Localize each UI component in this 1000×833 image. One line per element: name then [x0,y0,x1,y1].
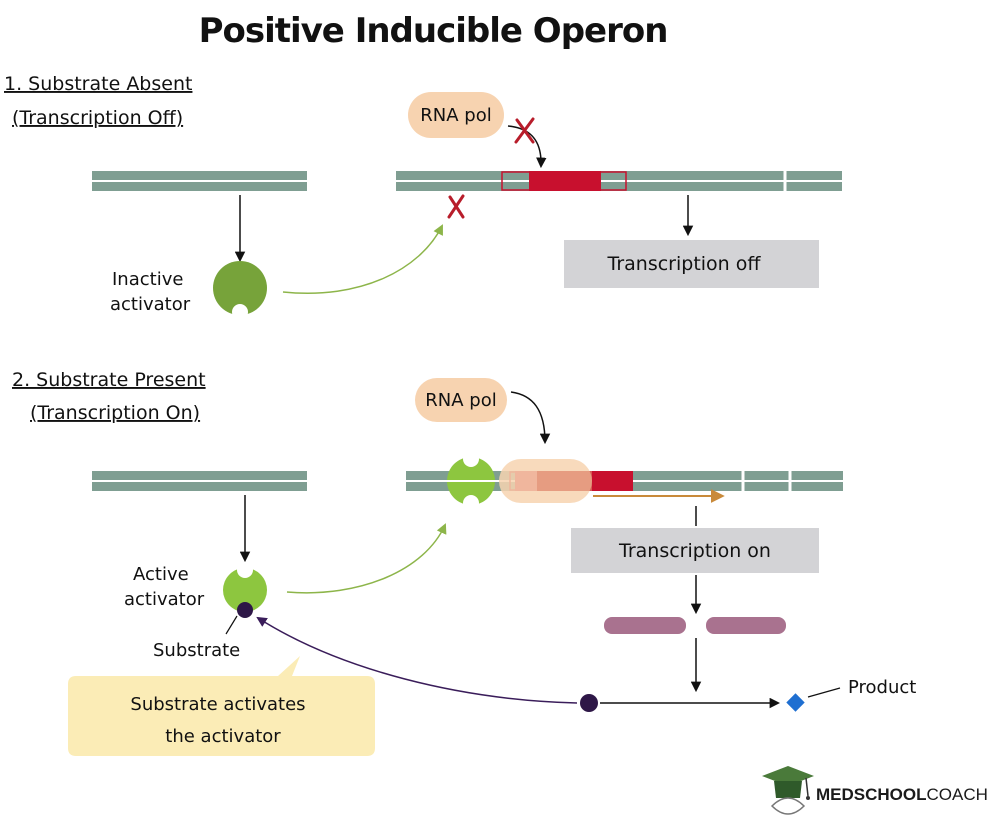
status-box-on: Transcription on [571,528,819,573]
substrate-label: Substrate [153,640,240,661]
rna-polymerase-1: RNA pol [408,92,504,138]
status-box-off: Transcription off [564,240,819,288]
bound-substrate-icon [237,602,253,618]
page-title: Positive Inducible Operon [199,11,668,51]
binding-arrow-2 [286,523,447,594]
section-substrate-absent: 1. Substrate Absent (Transcription Off) … [4,73,842,320]
product-label: Product [848,677,916,698]
operon-dna [396,171,842,191]
rna-pol-arrow-1 [507,125,547,169]
callout-text-line1: Substrate activates [130,694,305,715]
rna-pol-label-2: RNA pol [425,390,496,411]
regulator-gene-dna [92,171,307,191]
substrate-molecule-icon [580,694,598,712]
operator-outline [501,171,627,191]
brand-logo: MEDSCHOOLCOACH [762,766,988,815]
status-off-label: Transcription off [607,253,762,275]
no-binding-x-icon [447,194,465,219]
rna-pol-overlap [537,471,592,491]
section2-heading-line2: (Transcription On) [30,402,200,424]
product-pointer-line [807,687,841,698]
rna-pol-arrow-2 [510,391,551,445]
active-activator-label-line1: Active [133,564,189,585]
brand-name: MEDSCHOOLCOACH [816,785,988,804]
callout-bubble: Substrate activates the activator [68,656,375,756]
status-on-label: Transcription on [618,540,771,562]
inactive-activator-icon [213,261,267,320]
callout-text-line2: the activator [165,726,281,747]
bound-activator-icon [447,451,495,511]
blocked-x-icon [514,117,535,144]
section1-heading-line1: 1. Substrate Absent [4,73,192,95]
substrate-pointer-line [225,615,238,635]
mrna-products [604,617,786,634]
section2-heading-line1: 2. Substrate Present [12,369,206,391]
section1-heading-line2: (Transcription Off) [12,107,183,129]
graduation-cap-icon [762,766,814,815]
promoter-region [529,171,601,191]
binding-arrow [282,224,443,294]
regulator-gene-dna-2 [92,471,307,491]
active-activator-label-line2: activator [124,589,205,610]
section-substrate-present: 2. Substrate Present (Transcription On) … [12,369,916,756]
substrate-feedback-arrow [256,616,578,704]
inactive-activator-label-line2: activator [110,294,191,315]
rna-polymerase-2: RNA pol [415,378,507,422]
rna-pol-label-1: RNA pol [420,105,491,126]
inactive-activator-label-line1: Inactive [112,269,183,290]
product-molecule-icon [786,693,805,712]
